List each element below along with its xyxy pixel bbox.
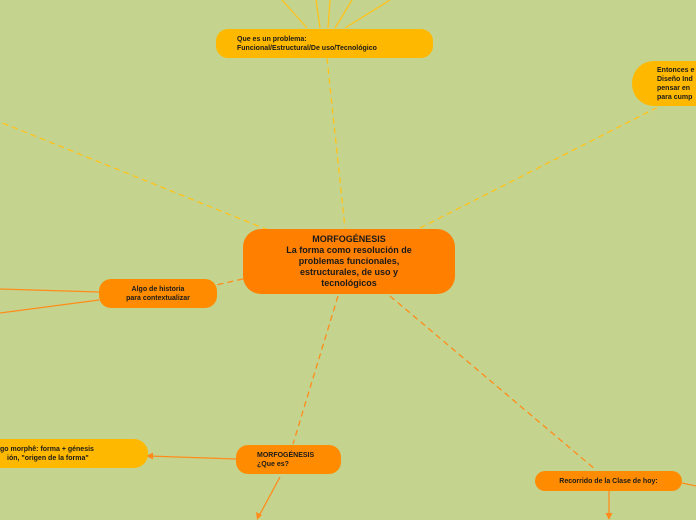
link-problem-top-2 (315, 0, 321, 29)
central-title: MORFOGÉNESIS (312, 234, 386, 244)
link-morfo-down (258, 476, 281, 517)
topic-line: para contextualizar (126, 294, 190, 302)
central-topic-morfogenesis[interactable]: MORFOGÉNESIS La forma como resolución de… (243, 229, 455, 294)
link-center-entonces (419, 104, 663, 229)
topic-line: Entonces e (657, 66, 695, 74)
link-problem-center (326, 57, 346, 229)
link-center-history (215, 278, 244, 286)
link-problem-top-5 (344, 0, 391, 29)
link-recorrido-right (681, 482, 696, 487)
link-center-left-offscreen (0, 121, 269, 231)
arrowhead-recorrido-down (605, 513, 613, 520)
topic-line: Recorrido de la Clase de hoy: (559, 477, 658, 485)
topic-line: pensar en (657, 84, 691, 92)
topic-algo-de-historia[interactable]: Algo de historia para contextualizar (99, 279, 217, 308)
central-line: problemas funcionales, (298, 256, 400, 266)
arrowhead-morfo-down (256, 512, 262, 520)
link-history-left-2 (0, 299, 100, 314)
link-problem-top-1 (281, 0, 308, 29)
topic-line: MORFOGÉNESIS (257, 451, 315, 459)
topic-line: Algo de historia (131, 285, 185, 293)
topic-line: Diseño Ind (657, 75, 693, 83)
link-center-morfo-que (292, 295, 339, 445)
link-history-left-1 (0, 288, 100, 293)
topic-recorrido-clase[interactable]: Recorrido de la Clase de hoy: (535, 471, 682, 491)
topic-entonces[interactable]: Entonces e Diseño Ind pensar en para cum… (632, 61, 696, 106)
topic-griego-morphe[interactable]: go morphê: forma + génesis ión, "origen … (0, 439, 148, 468)
topic-line: Funcional/Estructural/De uso/Tecnológico (237, 44, 377, 52)
link-problem-top-4 (334, 0, 353, 29)
central-line: La forma como resolución de (286, 245, 412, 255)
topic-line: go morphê: forma + génesis (0, 445, 94, 453)
link-problem-top-3 (327, 0, 331, 29)
topic-que-es-un-problema[interactable]: Que es un problema: Funcional/Estructura… (216, 29, 433, 58)
arrowhead-griego (146, 452, 153, 460)
central-line: tecnológicos (321, 278, 377, 288)
link-morfo-griego (147, 455, 237, 460)
central-line: estructurales, de uso y (299, 267, 399, 277)
topic-morfogenesis-que-es[interactable]: MORFOGÉNESIS ¿Que es? (236, 445, 341, 474)
topic-line: para cump (657, 93, 693, 101)
topic-line: Que es un problema: (237, 35, 307, 43)
link-center-recorrido (389, 295, 597, 471)
topic-line: ión, "origen de la forma" (7, 454, 89, 462)
topic-line: ¿Que es? (257, 460, 289, 468)
